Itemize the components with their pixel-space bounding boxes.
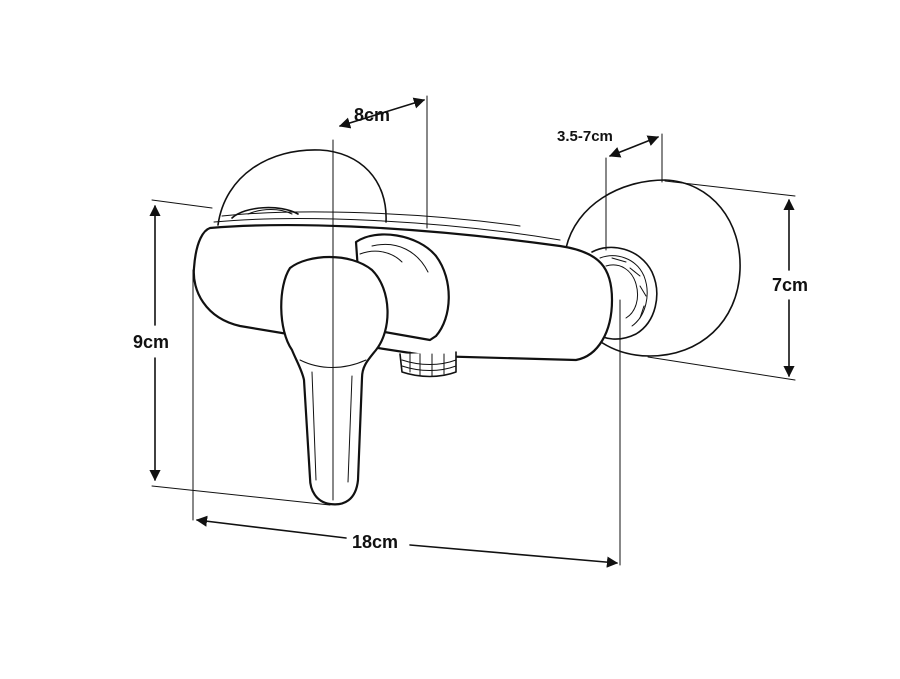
dimension-arrows [149,97,795,568]
wall-distance-dimension-line [608,135,660,158]
height-label: 9cm [133,332,169,352]
faucet-drawing [192,149,741,506]
width-dimension-line [195,515,347,539]
right-rosette [565,179,741,357]
wall-distance-label: 3.5-7cm [557,128,613,145]
dimension-labels: 8cm 3.5-7cm 9cm 7cm 18cm [133,105,808,552]
rosette-label: 7cm [772,275,808,295]
left-rosette [217,149,387,226]
width-label: 18cm [352,532,398,552]
depth-label: 8cm [354,105,390,125]
right-connector [591,246,658,340]
extension-lines [151,95,796,566]
shower-outlet [399,351,457,378]
depth-dimension-line [338,97,426,129]
lever-handle [280,255,389,506]
